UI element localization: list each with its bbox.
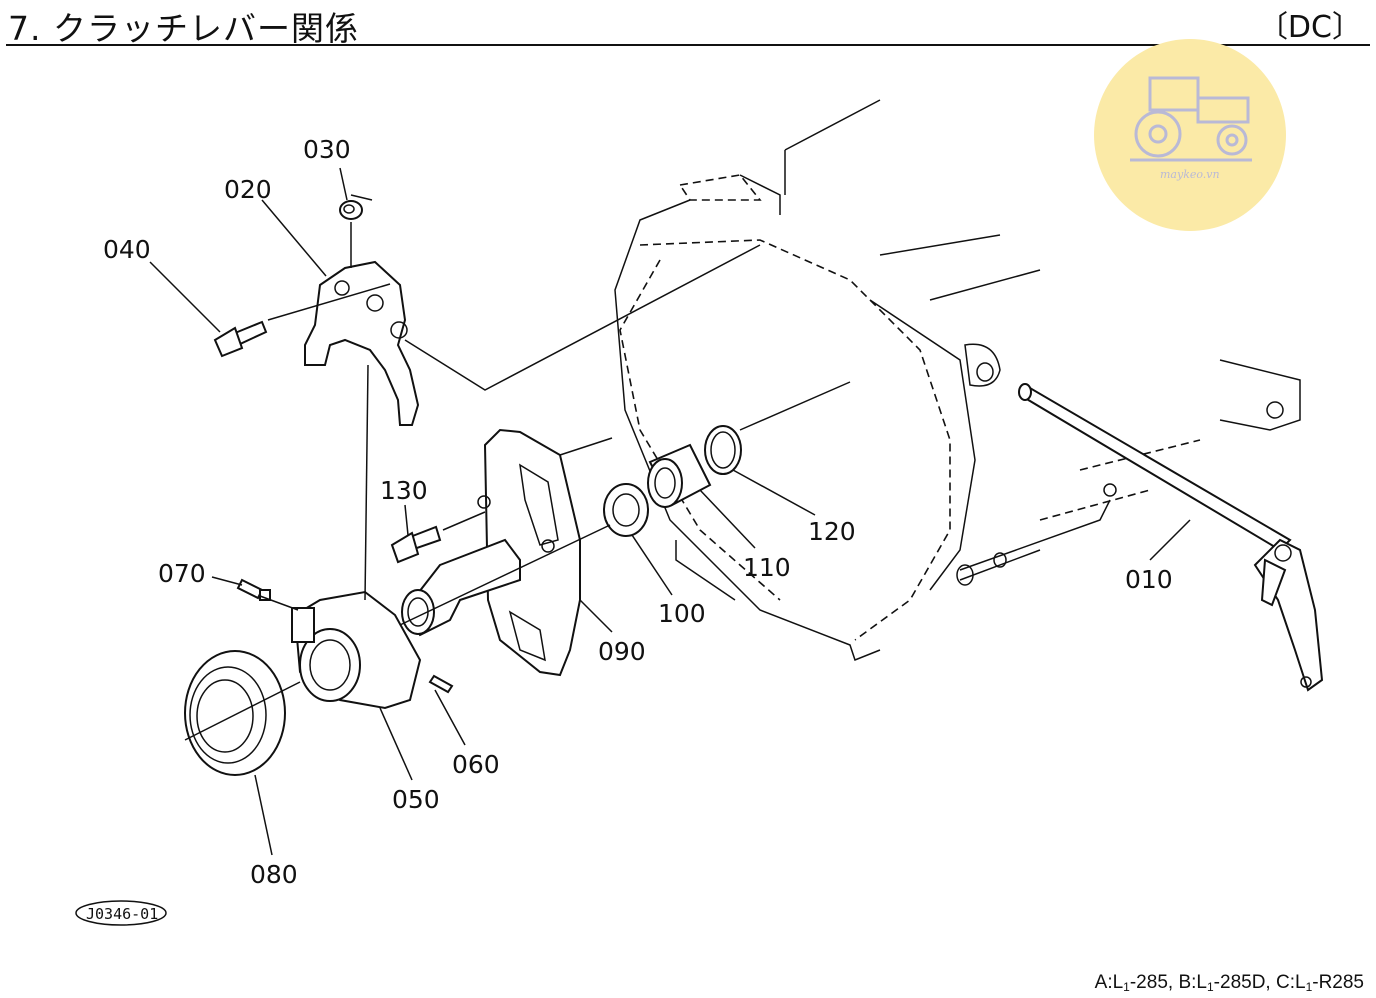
model-a-prefix: A:L	[1094, 972, 1124, 993]
clutch-housing	[614, 99, 1301, 661]
header-rule	[6, 44, 1370, 46]
watermark-logo: maykeo.vn	[1094, 39, 1286, 231]
model-code: 〔DC〕	[1257, 10, 1362, 45]
leader-lines	[149, 167, 1191, 856]
model-b-prefix: B:L	[1178, 972, 1207, 993]
part-120-circlip	[704, 425, 742, 475]
page-header: 7. クラッチレバー関係 〔DC〕	[0, 0, 1376, 50]
part-090-release-hub	[401, 428, 581, 677]
label-070: 070	[158, 559, 206, 588]
model-c-suffix: -R285	[1312, 972, 1364, 993]
label-120: 120	[808, 517, 856, 546]
part-130-bolt	[390, 525, 442, 564]
model-b-suffix: -285D,	[1213, 972, 1276, 993]
part-110-needle-bearing	[647, 443, 712, 508]
label-060: 060	[452, 750, 500, 779]
part-030-bushing	[339, 200, 363, 220]
part-080-release-bearing	[184, 650, 286, 776]
tractor-icon	[1130, 76, 1252, 162]
label-050: 050	[392, 785, 440, 814]
label-020: 020	[224, 175, 272, 204]
page-title: 7. クラッチレバー関係	[8, 9, 359, 48]
model-a-suffix: -285,	[1129, 972, 1179, 993]
model-a-sub: 1	[1123, 980, 1130, 994]
label-030: 030	[303, 135, 351, 164]
figure-reference: J0346-01	[75, 900, 167, 926]
label-110: 110	[743, 553, 791, 582]
part-060-pin	[428, 674, 454, 694]
model-b-sub: 1	[1206, 980, 1214, 994]
part-labels: 010 020 030 040 050 060 070 080 090 100 …	[103, 135, 1173, 889]
model-c-prefix: C:L	[1275, 972, 1306, 993]
figure-ref-text: J0346-01	[86, 905, 158, 923]
part-100-oil-seal	[603, 483, 649, 537]
watermark-text: maykeo.vn	[1160, 168, 1220, 181]
model-c-sub: 1	[1305, 980, 1313, 994]
label-080: 080	[250, 860, 298, 889]
label-100: 100	[658, 599, 706, 628]
label-040: 040	[103, 235, 151, 264]
part-050-release-bearing-holder	[291, 590, 422, 710]
label-090: 090	[598, 637, 646, 666]
label-130: 130	[380, 476, 428, 505]
model-applicability: A:L1-285, B:L1-285D, C:L1-R285	[1095, 972, 1364, 994]
part-040-bolt	[213, 320, 268, 358]
label-010: 010	[1125, 565, 1173, 594]
assembly-lines	[184, 194, 851, 741]
part-070-grease-nipple	[236, 578, 271, 601]
part-020-release-fork	[304, 260, 420, 426]
part-010-clutch-lever-shaft	[1018, 383, 1324, 692]
